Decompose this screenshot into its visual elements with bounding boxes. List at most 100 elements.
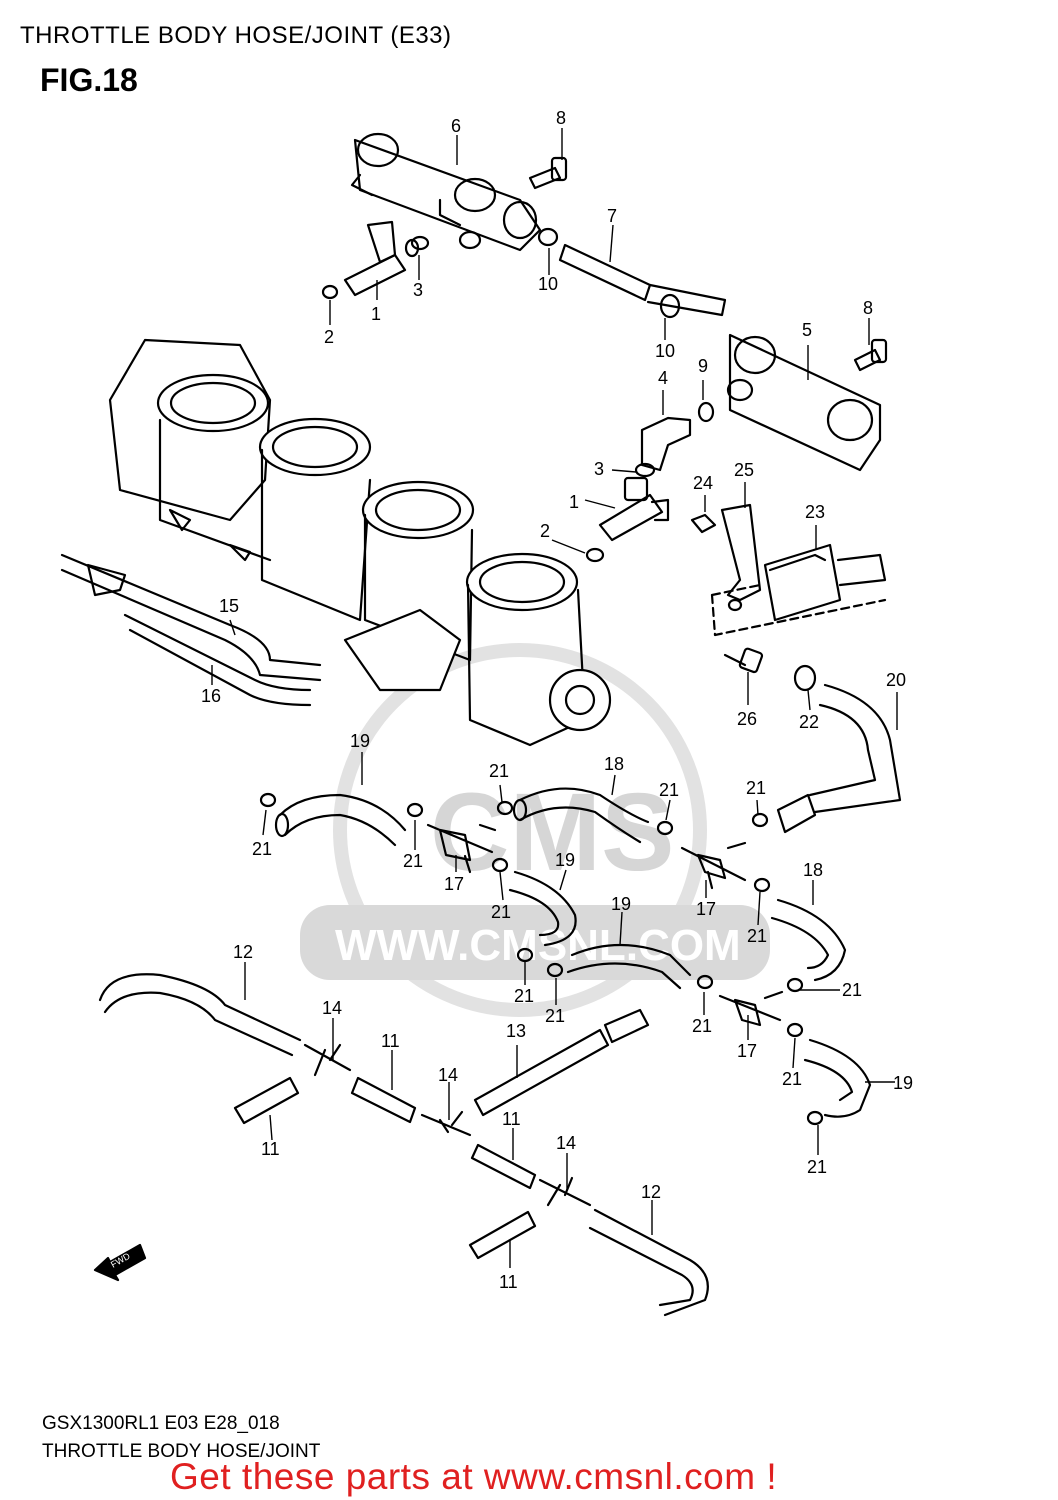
hose-12-lower [593, 1208, 709, 1317]
section-name: THROTTLE BODY HOSE/JOINT [42, 1441, 321, 1462]
callout-8: 8 [863, 298, 873, 318]
elbow-4 [640, 416, 692, 472]
bolt-8-lower [853, 338, 888, 372]
callout-16: 16 [201, 686, 221, 706]
hose-12-upper [98, 973, 302, 1042]
callout-21: 21 [489, 761, 509, 781]
callout-2: 2 [324, 327, 334, 347]
callout-14: 14 [556, 1133, 576, 1153]
callout-26: 26 [737, 709, 757, 729]
callout-19: 19 [555, 850, 575, 870]
hose-15 [60, 553, 322, 682]
joint-17-a [426, 823, 497, 874]
callout-12: 12 [641, 1182, 661, 1202]
model-code: GSX1300RL1 E03 E28_018 [42, 1413, 280, 1434]
callout-23: 23 [805, 502, 825, 522]
injector-lower [598, 476, 670, 542]
callout-21: 21 [659, 780, 679, 800]
callout-1: 1 [569, 492, 579, 512]
callout-4: 4 [658, 368, 668, 388]
nut-24 [690, 513, 717, 534]
callout-2: 2 [540, 521, 550, 541]
callout-21: 21 [842, 980, 862, 1000]
callout-14: 14 [438, 1065, 458, 1085]
solenoid-valve-23 [763, 543, 887, 622]
callout-19: 19 [611, 894, 631, 914]
callout-25: 25 [734, 460, 754, 480]
joint-17-c [718, 990, 784, 1027]
callout-19: 19 [350, 731, 370, 751]
callout-21: 21 [746, 778, 766, 798]
hose-11-a [233, 1076, 300, 1125]
callout-22: 22 [799, 712, 819, 732]
callout-labels: 6 8 7 1 2 3 10 10 5 8 9 4 3 1 2 24 25 23… [201, 108, 913, 1292]
callout-21: 21 [545, 1006, 565, 1026]
callout-8: 8 [556, 108, 566, 128]
callout-15: 15 [219, 596, 239, 616]
callout-21: 21 [807, 1157, 827, 1177]
callout-21: 21 [403, 851, 423, 871]
callout-21: 21 [692, 1016, 712, 1036]
callout-11: 11 [261, 1139, 280, 1159]
connector-7 [558, 243, 727, 319]
callout-24: 24 [693, 473, 713, 493]
callout-10: 10 [655, 341, 675, 361]
bracket-25 [720, 503, 762, 612]
callout-21: 21 [514, 986, 534, 1006]
callout-21: 21 [747, 926, 767, 946]
joint-14-c [538, 1176, 592, 1207]
callout-17: 17 [737, 1041, 757, 1061]
forward-arrow-icon [93, 1243, 147, 1282]
callout-11: 11 [502, 1109, 521, 1129]
injector-upper [321, 220, 430, 300]
fuel-rail-upper [350, 132, 542, 252]
callout-14: 14 [322, 998, 342, 1018]
callout-7: 7 [607, 206, 617, 226]
callout-5: 5 [802, 320, 812, 340]
clamp-22 [793, 664, 817, 692]
hose-19-mid [513, 870, 577, 947]
callout-12: 12 [233, 942, 253, 962]
callout-11: 11 [381, 1031, 400, 1051]
hose-11-c [470, 1143, 537, 1190]
hose-18-upper [512, 787, 650, 844]
watermark: CMS WWW.CMSNL.COM [300, 643, 770, 1017]
figure-number: FIG.18 [40, 62, 138, 98]
callout-20: 20 [886, 670, 906, 690]
hose-20 [813, 683, 902, 814]
callout-19: 19 [893, 1073, 913, 1093]
clamps-21 [259, 792, 824, 1126]
callout-11: 11 [499, 1272, 518, 1292]
throttle-body-assembly [108, 338, 612, 747]
hose-19-upper [274, 793, 407, 847]
callout-17: 17 [444, 874, 464, 894]
hose-18-lower [776, 898, 847, 982]
callout-1: 1 [371, 304, 381, 324]
watermark-url: WWW.CMSNL.COM [335, 921, 741, 970]
joint-14-a [303, 1043, 352, 1077]
callout-3: 3 [413, 280, 423, 300]
hose-11-b [350, 1076, 417, 1124]
callout-18: 18 [803, 860, 823, 880]
callout-9: 9 [698, 356, 708, 376]
joint-14-b [420, 1110, 472, 1137]
diagram-title: THROTTLE BODY HOSE/JOINT (E33) [20, 22, 452, 49]
fuel-rail-lower [726, 333, 882, 472]
joint-17-b [680, 841, 747, 890]
callout-17: 17 [696, 899, 716, 919]
hose-11-d [468, 1210, 537, 1260]
bolt-26 [723, 647, 764, 674]
callout-21: 21 [782, 1069, 802, 1089]
callout-13: 13 [506, 1021, 526, 1041]
hose-13 [473, 1028, 610, 1117]
callout-6: 6 [451, 116, 461, 136]
promo-link[interactable]: Get these parts at www.cmsnl.com ! [170, 1456, 778, 1497]
hose-19-lower [808, 1038, 872, 1118]
watermark-brand: CMS [430, 771, 674, 894]
hose-16 [123, 613, 312, 707]
callout-3: 3 [594, 459, 604, 479]
callout-21: 21 [252, 839, 272, 859]
callout-10: 10 [538, 274, 558, 294]
callout-21: 21 [491, 902, 511, 922]
